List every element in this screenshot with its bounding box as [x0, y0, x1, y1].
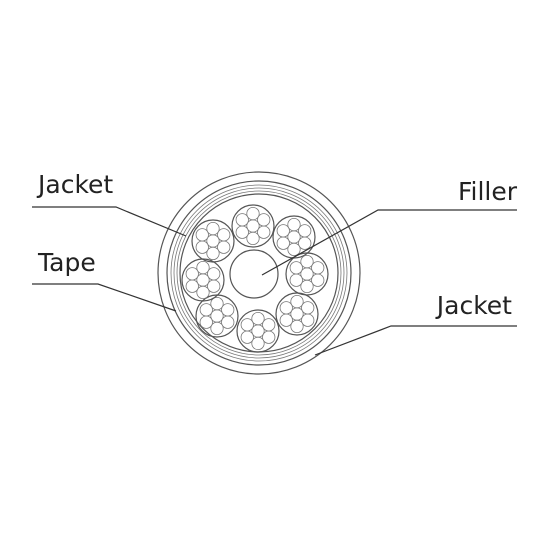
conductor-strand [289, 273, 303, 287]
conductor-insulation [191, 219, 235, 263]
conductor-strand [276, 236, 290, 250]
conductor-strand [287, 242, 301, 256]
conductor-strand [207, 267, 221, 281]
conductor-strand [276, 224, 290, 238]
conductor-strand [235, 213, 249, 227]
conductor-strand [301, 313, 315, 327]
conductor-bundles [181, 204, 329, 353]
conductor-bundle [195, 294, 239, 338]
conductor-strand [210, 309, 224, 323]
conductor-strand [300, 255, 314, 269]
conductor-insulation [231, 204, 275, 248]
conductor-strand [298, 236, 312, 250]
tape-layer-outer [170, 184, 348, 362]
conductor-strand [287, 218, 301, 232]
label-jacket-inner: Jacket [435, 291, 512, 320]
conductor-insulation [275, 292, 319, 336]
conductor-strand [289, 261, 303, 275]
conductor-strand [251, 324, 265, 338]
conductor-bundle [181, 258, 225, 302]
tape-layer-mid [173, 187, 345, 359]
tape-layer-inner [176, 190, 342, 356]
conductor-strand [210, 296, 224, 311]
conductor-strand [279, 301, 293, 315]
conductor-strand [246, 219, 260, 233]
conductor-strand [290, 294, 304, 309]
label-tape: Tape [37, 248, 96, 277]
conductor-strand [301, 301, 315, 315]
conductor-strand [251, 336, 265, 350]
conductor-strand [290, 307, 304, 321]
conductor-strand [217, 228, 231, 242]
conductor-strand [240, 318, 254, 332]
conductor-strand [196, 260, 210, 275]
conductor-strand [311, 261, 325, 275]
conductor-insulation [236, 309, 280, 353]
conductor-bundle [191, 219, 235, 263]
conductor-bundle [231, 204, 275, 248]
conductor-bundle [272, 215, 316, 259]
conductor-strand [262, 318, 276, 332]
outer-jacket-inner-edge [166, 180, 352, 366]
conductor-strand [185, 279, 199, 293]
conductor-strand [300, 267, 314, 281]
conductor-bundle [285, 252, 329, 296]
leader-jacket-inner [314, 325, 517, 356]
conductor-strand [257, 225, 271, 239]
conductor-strand [206, 222, 220, 236]
conductor-strand [221, 303, 235, 317]
label-jacket-outer: Jacket [36, 170, 113, 199]
conductor-strand [195, 228, 209, 242]
conductor-strand [279, 313, 293, 327]
conductor-strand [290, 319, 304, 333]
conductor-strand [240, 330, 254, 344]
conductor-strand [196, 285, 210, 299]
conductor-strand [199, 315, 213, 329]
leader-filler [261, 209, 517, 276]
conductor-strand [207, 279, 221, 293]
conductor-bundle [236, 309, 280, 353]
conductor-strand [206, 234, 220, 248]
conductor-strand [185, 267, 199, 281]
conductor-strand [246, 207, 260, 221]
conductor-bundle [275, 292, 319, 336]
label-filler: Filler [458, 177, 518, 206]
conductor-strand [195, 240, 209, 254]
conductor-strand [221, 315, 235, 329]
filler-core [229, 249, 279, 299]
conductor-strand [199, 303, 213, 317]
conductor-strand [298, 224, 312, 238]
conductor-strand [235, 225, 249, 239]
conductor-strand [217, 240, 231, 254]
conductor-strand [300, 279, 314, 293]
conductor-strand [206, 246, 220, 260]
leader-tape [32, 283, 177, 312]
conductor-strand [251, 311, 265, 326]
conductor-strand [287, 230, 301, 244]
conductor-strand [262, 330, 276, 344]
conductor-strand [246, 231, 260, 245]
leader-jacket-outer [32, 206, 187, 237]
conductor-strand [257, 213, 271, 227]
conductor-strand [210, 321, 224, 335]
conductor-strand [196, 273, 210, 287]
conductor-strand [311, 273, 325, 287]
outer-jacket-outer-edge [157, 171, 361, 375]
